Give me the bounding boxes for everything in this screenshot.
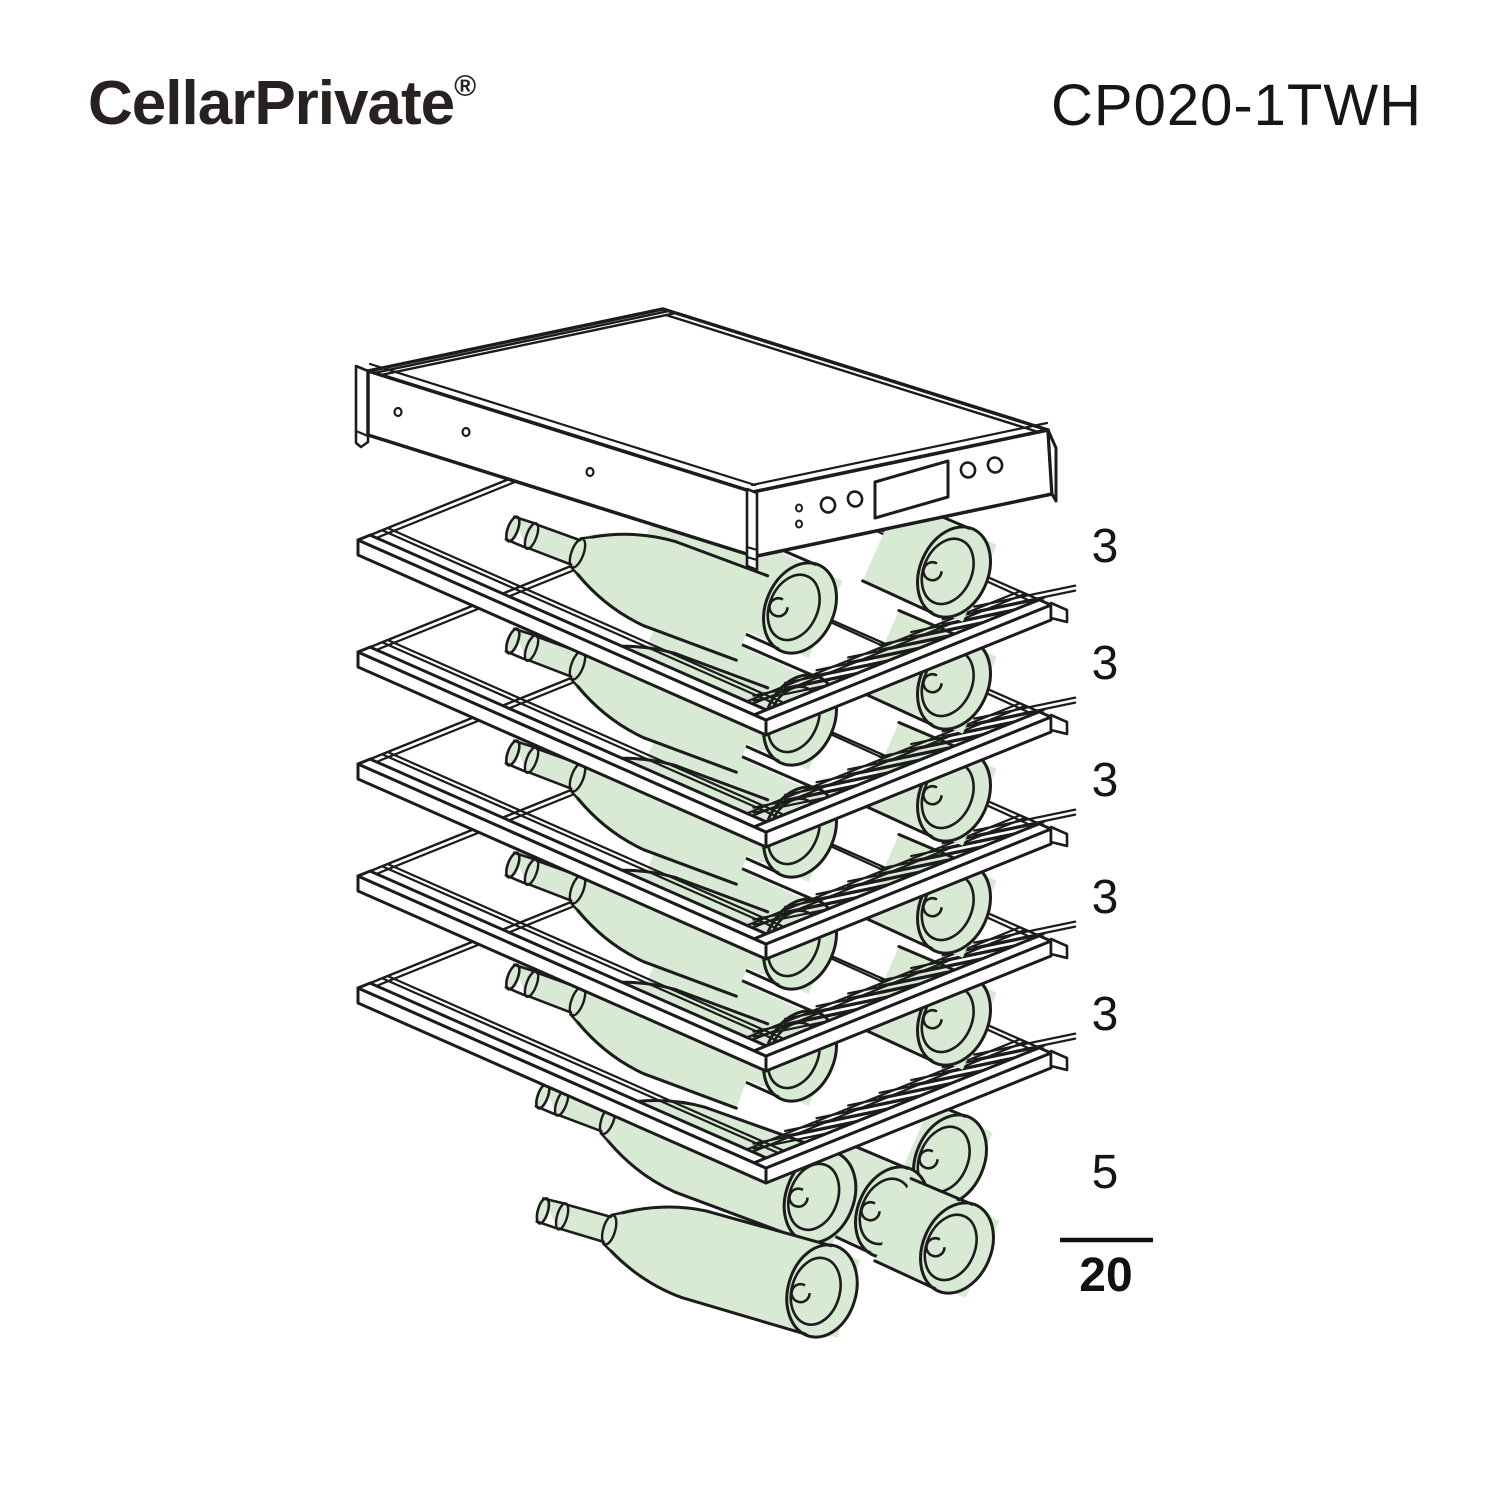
registered-trademark-symbol: ® [454, 70, 476, 103]
bar-end-tab [1049, 713, 1069, 736]
wine-bottle [504, 515, 770, 662]
shelf-front-right-bar [752, 822, 1069, 961]
bar-top [752, 710, 1053, 834]
bottom-count-label: 5 [1092, 1146, 1119, 1199]
wine-shelf [356, 759, 1077, 1073]
bottom-bottle-cluster [534, 1082, 1000, 1339]
bottle-row [504, 496, 997, 662]
wine-shelf [356, 871, 1077, 1185]
wine-bottle [861, 497, 997, 622]
bar-end-tab [1049, 1049, 1069, 1072]
wine-shelf [356, 647, 1077, 961]
brand-logo: CellarPrivate® [88, 68, 476, 139]
brand-name: CellarPrivate [88, 69, 455, 138]
bar-top [752, 1046, 1053, 1170]
cabinet-right-edge [1046, 428, 1058, 503]
control-panel [795, 456, 1004, 529]
wine-bottle [535, 1196, 860, 1339]
shelf-front-left-bar [356, 757, 780, 961]
display-screen [873, 459, 950, 520]
bar-end-tab [1049, 937, 1069, 960]
shelf-count-label-5: 3 [1092, 988, 1119, 1041]
shelf-front-right-bar [752, 1046, 1069, 1185]
shelf-count-label-4: 3 [1092, 871, 1119, 924]
shelf-count-label-1: 3 [1092, 520, 1119, 573]
shelf-count-label-3: 3 [1092, 754, 1119, 807]
shelf-front-left-bar [356, 645, 780, 849]
shelf-front-right-bar [752, 934, 1069, 1073]
total-count-label: 20 [1079, 1249, 1132, 1302]
capacity-labels: 3 3 3 3 3 5 20 [1060, 520, 1153, 1302]
shelf-front-right-bar [752, 710, 1069, 849]
bar-top [752, 822, 1053, 946]
bar-end-tab [1049, 825, 1069, 848]
cooler-cabinet [354, 307, 1058, 572]
wine-bottle [873, 1177, 1000, 1298]
bar-end-tab [1049, 601, 1069, 624]
shelf-count-label-2: 3 [1092, 637, 1119, 690]
model-number: CP020-1TWH [1051, 73, 1422, 138]
cooler-stack-drawing [354, 307, 1077, 1339]
wine-bottle [534, 1082, 860, 1245]
shelf-front-right-bar [752, 598, 1069, 737]
wine-shelf [356, 535, 1077, 849]
bar-top [752, 598, 1053, 722]
wine-shelf [356, 423, 1077, 737]
bar-top [752, 934, 1053, 1058]
